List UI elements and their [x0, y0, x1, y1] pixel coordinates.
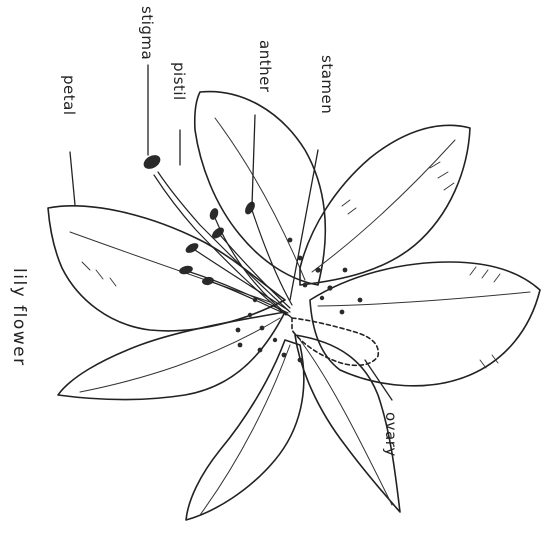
anther-1 [243, 200, 257, 216]
petal-spot [258, 348, 263, 353]
ovary-outline [292, 318, 378, 365]
petal-right-vein [318, 292, 530, 306]
petal-spot [358, 298, 363, 303]
ovary-label: ovary [382, 412, 400, 457]
petal-upper-right-vein [312, 140, 455, 272]
petal-lower-left-vein [80, 318, 280, 392]
anther-6 [208, 207, 220, 221]
petal-right-hatch [470, 267, 500, 368]
anther-5 [201, 276, 214, 286]
stamen-filament-5 [212, 282, 290, 316]
petal-lower-left [58, 312, 285, 400]
petal-spot [343, 268, 348, 273]
petal-spot [327, 285, 332, 290]
petal-spots [236, 238, 363, 363]
petal-spot [248, 313, 252, 317]
petal-spot [282, 353, 287, 358]
anther-3 [184, 241, 200, 255]
stigma-label: stigma [138, 6, 156, 60]
petal-leader [70, 152, 75, 205]
petal-spot [260, 326, 265, 331]
petal-upper-right-hatch [342, 162, 454, 214]
petal-spot [253, 298, 257, 302]
stamen-label: stamen [318, 55, 336, 114]
petal-spot [288, 238, 293, 243]
petal-left-hatch [82, 262, 116, 286]
petal-upper-right [300, 125, 470, 285]
anther-4 [178, 264, 194, 275]
anther-leader [252, 115, 255, 205]
pistil-style [158, 172, 290, 312]
stigma-head [141, 152, 163, 171]
petal-spot [340, 310, 345, 315]
petal-spot [236, 328, 241, 333]
petal-label: petal [60, 75, 78, 116]
petal-spot [320, 296, 324, 300]
anther-label: anther [256, 40, 274, 93]
pistil-label: pistil [170, 62, 188, 101]
petal-spot [303, 283, 308, 288]
petal-spot [273, 338, 277, 342]
petal-spot [315, 267, 320, 272]
petal-right [310, 262, 540, 386]
petal-spot [298, 358, 303, 363]
diagram-title: lily flower [9, 268, 29, 367]
petal-spot [238, 343, 243, 348]
